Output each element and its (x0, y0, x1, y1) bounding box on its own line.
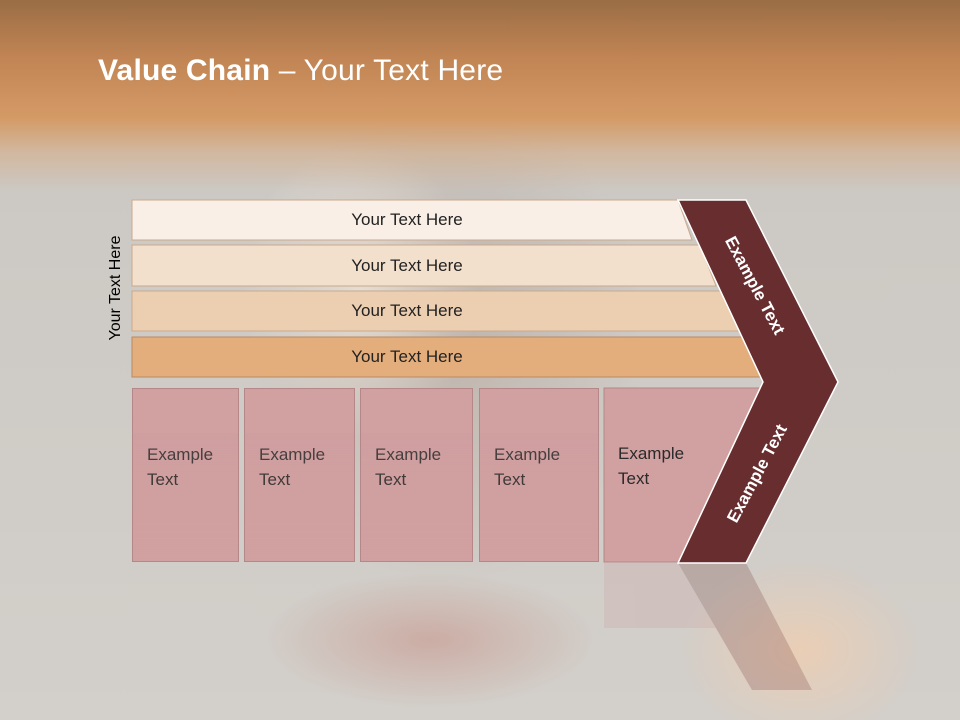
bar-4: Your Text Here (132, 337, 692, 377)
box-2-reflection (244, 433, 355, 563)
title-rest: – Your Text Here (270, 54, 504, 87)
activity-box-4-line2: Text (494, 467, 598, 492)
bar-3-label: Your Text Here (351, 301, 463, 320)
title-band (0, 0, 960, 190)
chevron-arrow (676, 199, 839, 564)
activity-box-2-line1: Example (259, 442, 354, 467)
activity-box-3-line1: Example (375, 442, 472, 467)
activity-box-1-line1: Example (147, 442, 238, 467)
activity-box-1-line2: Text (147, 467, 238, 492)
activity-box-4-line1: Example (494, 442, 598, 467)
activity-box-5-line2: Text (618, 469, 650, 488)
activity-box-3: Example Text (360, 388, 473, 562)
activity-box-5: Example Text (604, 388, 684, 562)
box-3-reflection (360, 433, 473, 563)
activity-box-4: Example Text (479, 388, 599, 562)
title-bold: Value Chain (98, 54, 271, 87)
bar-2-shape (131, 244, 717, 287)
bar-4-label: Your Text Here (351, 347, 463, 366)
box-1-reflection (132, 433, 239, 563)
activity-box-5-line1: Example (618, 444, 685, 463)
bar-3: Your Text Here (132, 291, 692, 331)
activity-box-2: Example Text (244, 388, 355, 562)
bar-2: Your Text Here (132, 246, 692, 286)
activity-box-2-line2: Text (259, 467, 354, 492)
slide-title: Value Chain – Your Text Here (98, 54, 503, 88)
activity-box-3-line2: Text (375, 467, 472, 492)
bar-2-label: Your Text Here (351, 256, 463, 275)
activity-box-1: Example Text (132, 388, 239, 562)
chevron-reflection (604, 563, 812, 690)
box-4-reflection (479, 433, 599, 563)
bar-1-label: Your Text Here (351, 210, 463, 229)
bar-1-shape (131, 199, 693, 241)
bar-1: Your Text Here (132, 200, 692, 240)
